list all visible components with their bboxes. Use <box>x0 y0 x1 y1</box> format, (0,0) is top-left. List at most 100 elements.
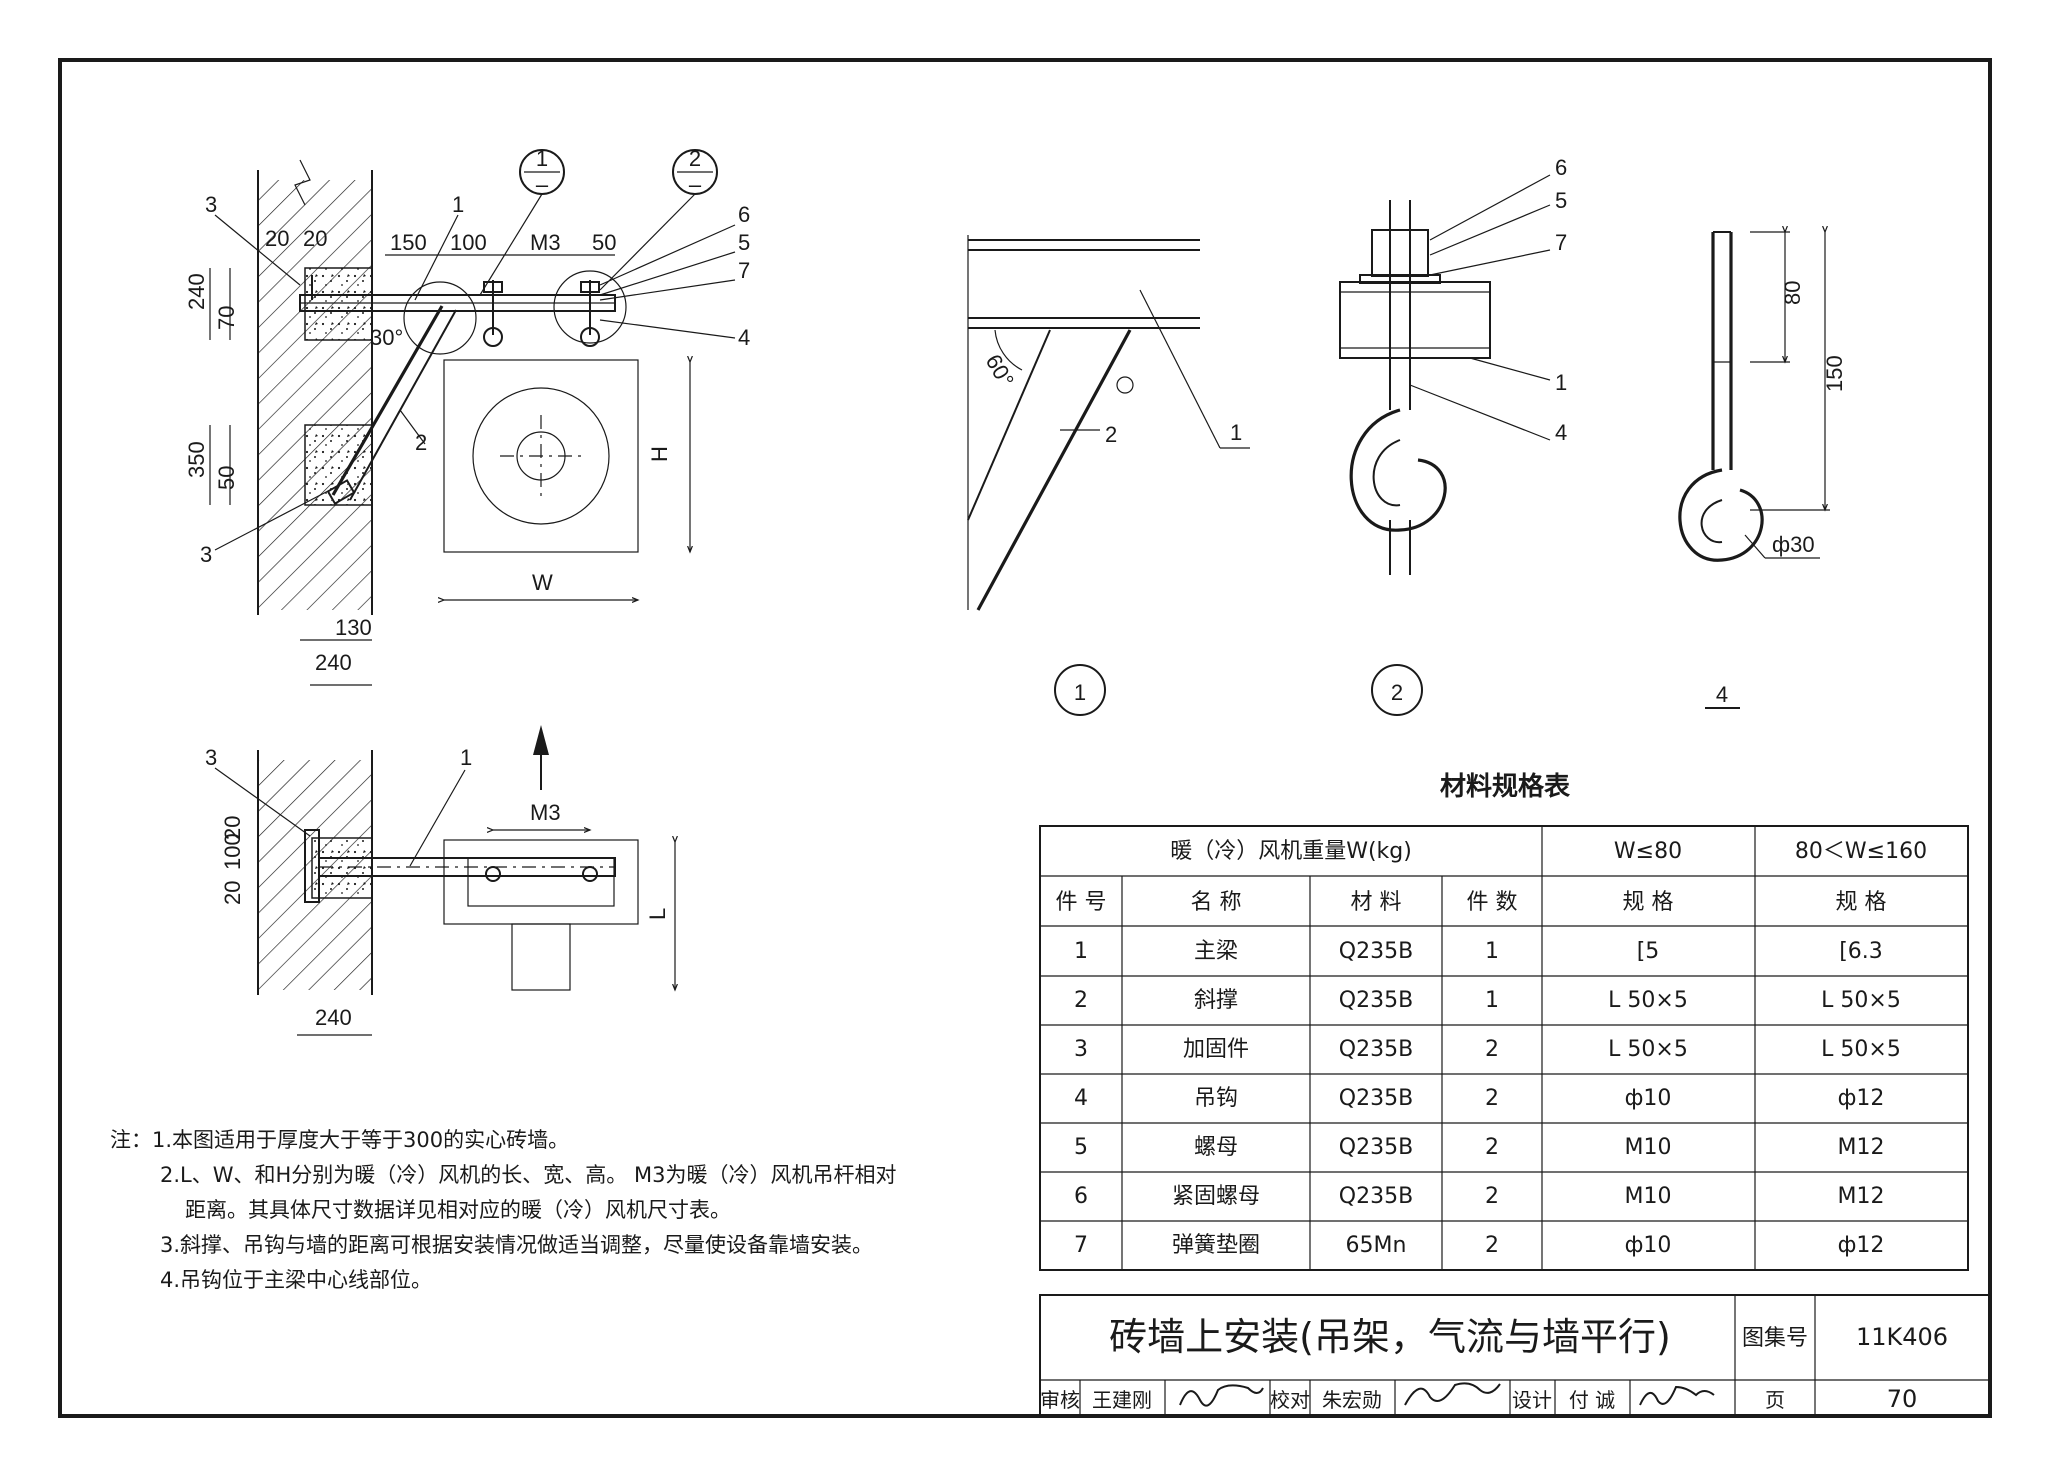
note-1: 注：1.本图适用于厚度大于等于300的实心砖墙。 <box>110 1128 570 1152</box>
table-cell: L 50×5 <box>1821 988 1901 1013</box>
review-label: 审核 <box>1040 1388 1080 1412</box>
detail4-dim-phi30: ф30 <box>1772 532 1815 557</box>
table-cell: Q235B <box>1339 1135 1413 1160</box>
table-cell: Q235B <box>1339 939 1413 964</box>
dim-70: 70 <box>214 306 239 330</box>
detail-4-view: 80 150 ф30 4 <box>1678 232 1847 709</box>
detail1-label-2: 2 <box>1105 422 1117 447</box>
dim-20b: 20 <box>303 226 327 251</box>
label-3-bottom: 3 <box>200 542 212 567</box>
dim-240: 240 <box>184 273 209 310</box>
table-cell: M10 <box>1625 1184 1672 1209</box>
drawing-border <box>58 58 1992 1418</box>
table-cell: 65Mn <box>1346 1233 1407 1258</box>
table-column-header: 规 格 <box>1623 890 1674 915</box>
table-cell: ф10 <box>1625 1233 1672 1258</box>
label-6: 6 <box>738 202 750 227</box>
check-label: 校对 <box>1270 1388 1310 1412</box>
table-cell: Q235B <box>1339 1184 1413 1209</box>
table-column-header: 规 格 <box>1836 890 1887 915</box>
table-cell: 6 <box>1074 1184 1088 1209</box>
table-head-w2: 80＜W≤160 <box>1795 839 1927 864</box>
table-cell: ф12 <box>1838 1233 1885 1258</box>
designer-name: 付 诚 <box>1569 1388 1615 1412</box>
detail-1-title: 1 <box>1074 680 1086 705</box>
table-cell: [6.3 <box>1839 939 1883 964</box>
detail2-label-4: 4 <box>1555 420 1567 445</box>
detail-1-view: 60° 2 1 1 <box>967 235 1250 716</box>
table-head-w1: W≤80 <box>1614 839 1682 864</box>
material-table: 材料规格表 暖（冷）风机重量W(kg) W≤80 80＜W≤160 件 号 名 称… <box>1039 771 1969 1271</box>
table-cell: 主梁 <box>1194 939 1238 964</box>
designer-signature <box>1639 1385 1715 1406</box>
plan-label-1: 1 <box>460 745 472 770</box>
table-cell: M12 <box>1838 1184 1885 1209</box>
dim-h: H <box>647 446 672 462</box>
table-column-header: 件 号 <box>1056 890 1107 915</box>
table-cell: Q235B <box>1339 988 1413 1013</box>
detail1-dim-60deg: 60° <box>981 350 1019 391</box>
table-head-weight: 暖（冷）风机重量W(kg) <box>1170 839 1412 864</box>
design-label: 设计 <box>1512 1388 1552 1412</box>
dim-240b: 240 <box>315 650 352 675</box>
page-number: 70 <box>1887 1385 1918 1413</box>
detail4-dim-80: 80 <box>1780 281 1805 305</box>
table-cell: 5 <box>1074 1135 1088 1160</box>
table-cell: ф10 <box>1625 1086 1672 1111</box>
plan-dim-m3: M3 <box>530 800 561 825</box>
label-3-top: 3 <box>205 192 217 217</box>
table-cell: 紧固螺母 <box>1172 1184 1260 1209</box>
detail2-label-5: 5 <box>1555 188 1567 213</box>
table-title: 材料规格表 <box>1440 771 1571 802</box>
dim-w: W <box>532 570 553 595</box>
label-7: 7 <box>738 258 750 283</box>
dim-150: 150 <box>390 230 427 255</box>
table-column-header: 件 数 <box>1467 890 1518 915</box>
plan-dim-100a: 100 <box>220 833 245 870</box>
table-cell: 吊钩 <box>1194 1086 1238 1111</box>
ref-bubble-1-number: 1 <box>536 146 548 171</box>
note-2-cont: 距离。其具体尺寸数据详见相对应的暖（冷）风机尺寸表。 <box>185 1198 731 1222</box>
plan-dim-20a: 20 <box>220 816 245 840</box>
table-column-header: 名 称 <box>1191 890 1242 915</box>
dim-50b: 50 <box>214 466 239 490</box>
table-cell: 加固件 <box>1183 1037 1249 1062</box>
table-cell: M10 <box>1625 1135 1672 1160</box>
detail-2-title: 2 <box>1391 680 1403 705</box>
dim-130: 130 <box>335 615 372 640</box>
plan-label-3: 3 <box>205 745 217 770</box>
atlas-label: 图集号 <box>1742 1326 1808 1351</box>
plan-dim-240: 240 <box>315 1005 352 1030</box>
label-5: 5 <box>738 230 750 255</box>
table-cell: L 50×5 <box>1608 1037 1688 1062</box>
dim-350: 350 <box>184 441 209 478</box>
note-4: 4.吊钩位于主梁中心线部位。 <box>160 1268 433 1292</box>
table-cell: [5 <box>1637 939 1660 964</box>
ref-bubble-2-sheet: – <box>689 172 702 197</box>
dim-20a: 20 <box>265 226 289 251</box>
table-cell: 7 <box>1074 1233 1088 1258</box>
table-cell: 弹簧垫圈 <box>1172 1233 1260 1258</box>
detail-4-title: 4 <box>1716 682 1728 707</box>
table-cell: Q235B <box>1339 1037 1413 1062</box>
table-cell: 1 <box>1485 939 1499 964</box>
drawing-title: 砖墙上安装(吊架，气流与墙平行) <box>1109 1315 1671 1359</box>
table-cell: L 50×5 <box>1608 988 1688 1013</box>
ref-bubble-2-number: 2 <box>689 146 701 171</box>
detail2-label-7: 7 <box>1555 230 1567 255</box>
dim-m3: M3 <box>530 230 561 255</box>
page-label: 页 <box>1765 1388 1785 1412</box>
label-1-top: 1 <box>452 192 464 217</box>
title-block: 砖墙上安装(吊架，气流与墙平行) 图集号 11K406 审核 王建刚 校对 朱宏… <box>1039 1294 1991 1417</box>
table-cell: 螺母 <box>1194 1135 1238 1160</box>
dim-100: 100 <box>450 230 487 255</box>
table-cell: L 50×5 <box>1821 1037 1901 1062</box>
note-3: 3.斜撑、吊钩与墙的距离可根据安装情况做适当调整，尽量使设备靠墙安装。 <box>160 1233 874 1257</box>
atlas-number: 11K406 <box>1856 1323 1948 1351</box>
note-2: 2.L、W、和H分别为暖（冷）风机的长、宽、高。 M3为暖（冷）风机吊杆相对 <box>160 1163 897 1187</box>
table-cell: Q235B <box>1339 1086 1413 1111</box>
table-cell: 2 <box>1485 1037 1499 1062</box>
detail-2-view: 6 5 7 1 4 2 <box>1339 155 1567 716</box>
main-elevation-view: 3 1 6 5 7 4 2 3 20 20 150 100 M3 50 240 … <box>184 146 750 686</box>
